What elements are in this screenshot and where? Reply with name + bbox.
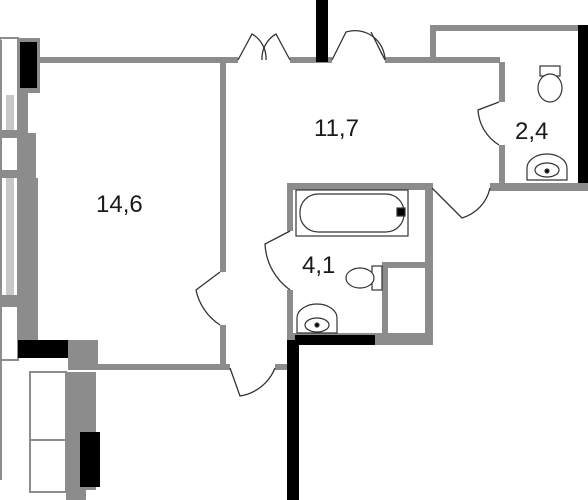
walls — [38, 0, 588, 500]
doors — [195, 29, 500, 397]
column — [316, 0, 328, 62]
column — [287, 340, 299, 500]
toilet-icon — [345, 265, 383, 291]
column — [18, 340, 68, 358]
fixtures — [295, 65, 568, 334]
sink-icon — [296, 303, 338, 334]
column — [20, 42, 37, 88]
column — [80, 432, 100, 487]
bathtub-icon — [295, 189, 409, 237]
door-swing-icon — [237, 33, 267, 61]
room-area-bathroom: 4,1 — [302, 252, 335, 279]
room-labels: 14,6 11,7 2,4 4,1 — [96, 115, 548, 279]
column — [578, 25, 588, 190]
room-area-bedroom: 14,6 — [96, 191, 143, 218]
room-area-toilet: 2,4 — [515, 118, 548, 145]
toilet-icon — [537, 65, 563, 103]
left-facade — [0, 37, 100, 500]
sink-icon — [526, 153, 568, 181]
room-area-hall: 11,7 — [314, 115, 359, 142]
column — [295, 335, 375, 345]
